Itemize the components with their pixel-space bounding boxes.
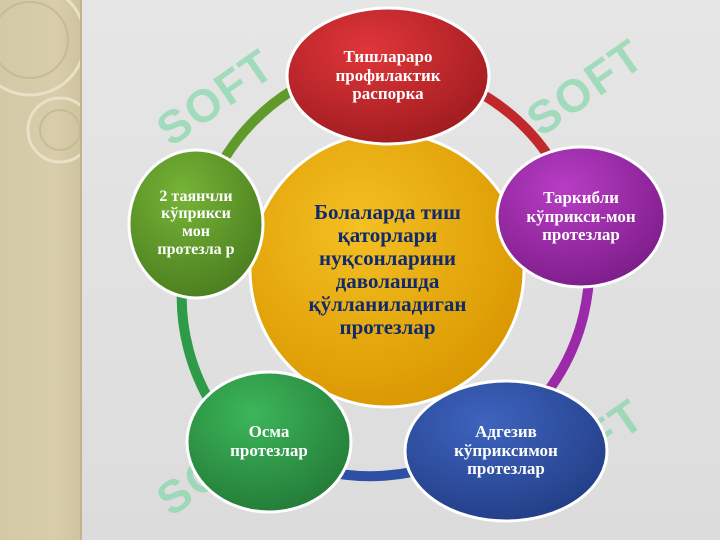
decorative-left-strip: [0, 0, 82, 540]
node-bottom-left-label: Осма протезлар: [230, 422, 308, 460]
node-top-label: Тишлараро профилактик распорка: [335, 46, 441, 104]
node-right-label: Таркибли кўприкси-мон протезлар: [526, 187, 636, 245]
node-bottom-left-circle: [185, 370, 353, 514]
node-bottom-right-label: Адгезив кўприксимон протезлар: [454, 421, 558, 479]
node-bottom-right-circle: [403, 379, 609, 523]
node-left-label: 2 таянчли кўприкси мон протезла р: [157, 187, 235, 258]
node-right-circle: [495, 145, 667, 289]
decorative-swirl-icon: [0, 0, 80, 164]
center-label: Болаларда тиш қаторлари нуқсонларини дав…: [308, 199, 467, 340]
node-left-circle: [127, 148, 265, 300]
node-top-circle: [285, 6, 491, 146]
